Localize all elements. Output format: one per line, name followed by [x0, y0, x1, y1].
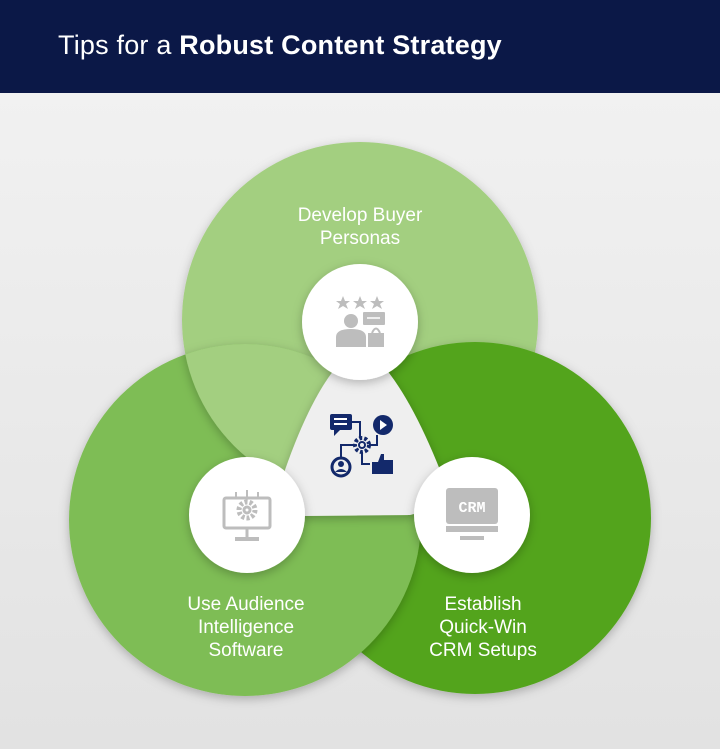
- label-line: Intelligence: [197, 617, 295, 638]
- crm-monitor-icon: CRM: [446, 488, 498, 540]
- label-line: Develop Buyer: [297, 205, 423, 226]
- label-line: Software: [208, 640, 284, 661]
- tip-label-buyer-personas: Develop Buyer Personas: [260, 204, 460, 250]
- monitor-gear-icon: [222, 490, 272, 541]
- center-triangle: [285, 345, 440, 516]
- label-line: Establish: [444, 594, 522, 615]
- label-line: Use Audience: [187, 594, 305, 615]
- label-line: CRM Setups: [429, 640, 537, 661]
- title-prefix: Tips for a: [58, 30, 180, 60]
- title-bold: Robust Content Strategy: [179, 30, 502, 60]
- icon-circle-left: [189, 457, 305, 573]
- tip-label-crm-setups: Establish Quick-Win CRM Setups: [383, 593, 583, 662]
- tip-label-audience-intelligence: Use Audience Intelligence Software: [146, 593, 346, 662]
- crm-text: CRM: [458, 500, 485, 517]
- content-workflow-icon: [330, 414, 393, 478]
- buyer-persona-icon: [336, 296, 385, 347]
- label-line: Personas: [319, 228, 401, 249]
- header-banner: Tips for a Robust Content Strategy: [0, 0, 720, 93]
- page-title: Tips for a Robust Content Strategy: [58, 30, 502, 61]
- icon-circle-top: [302, 264, 418, 380]
- label-line: Quick-Win: [439, 617, 527, 638]
